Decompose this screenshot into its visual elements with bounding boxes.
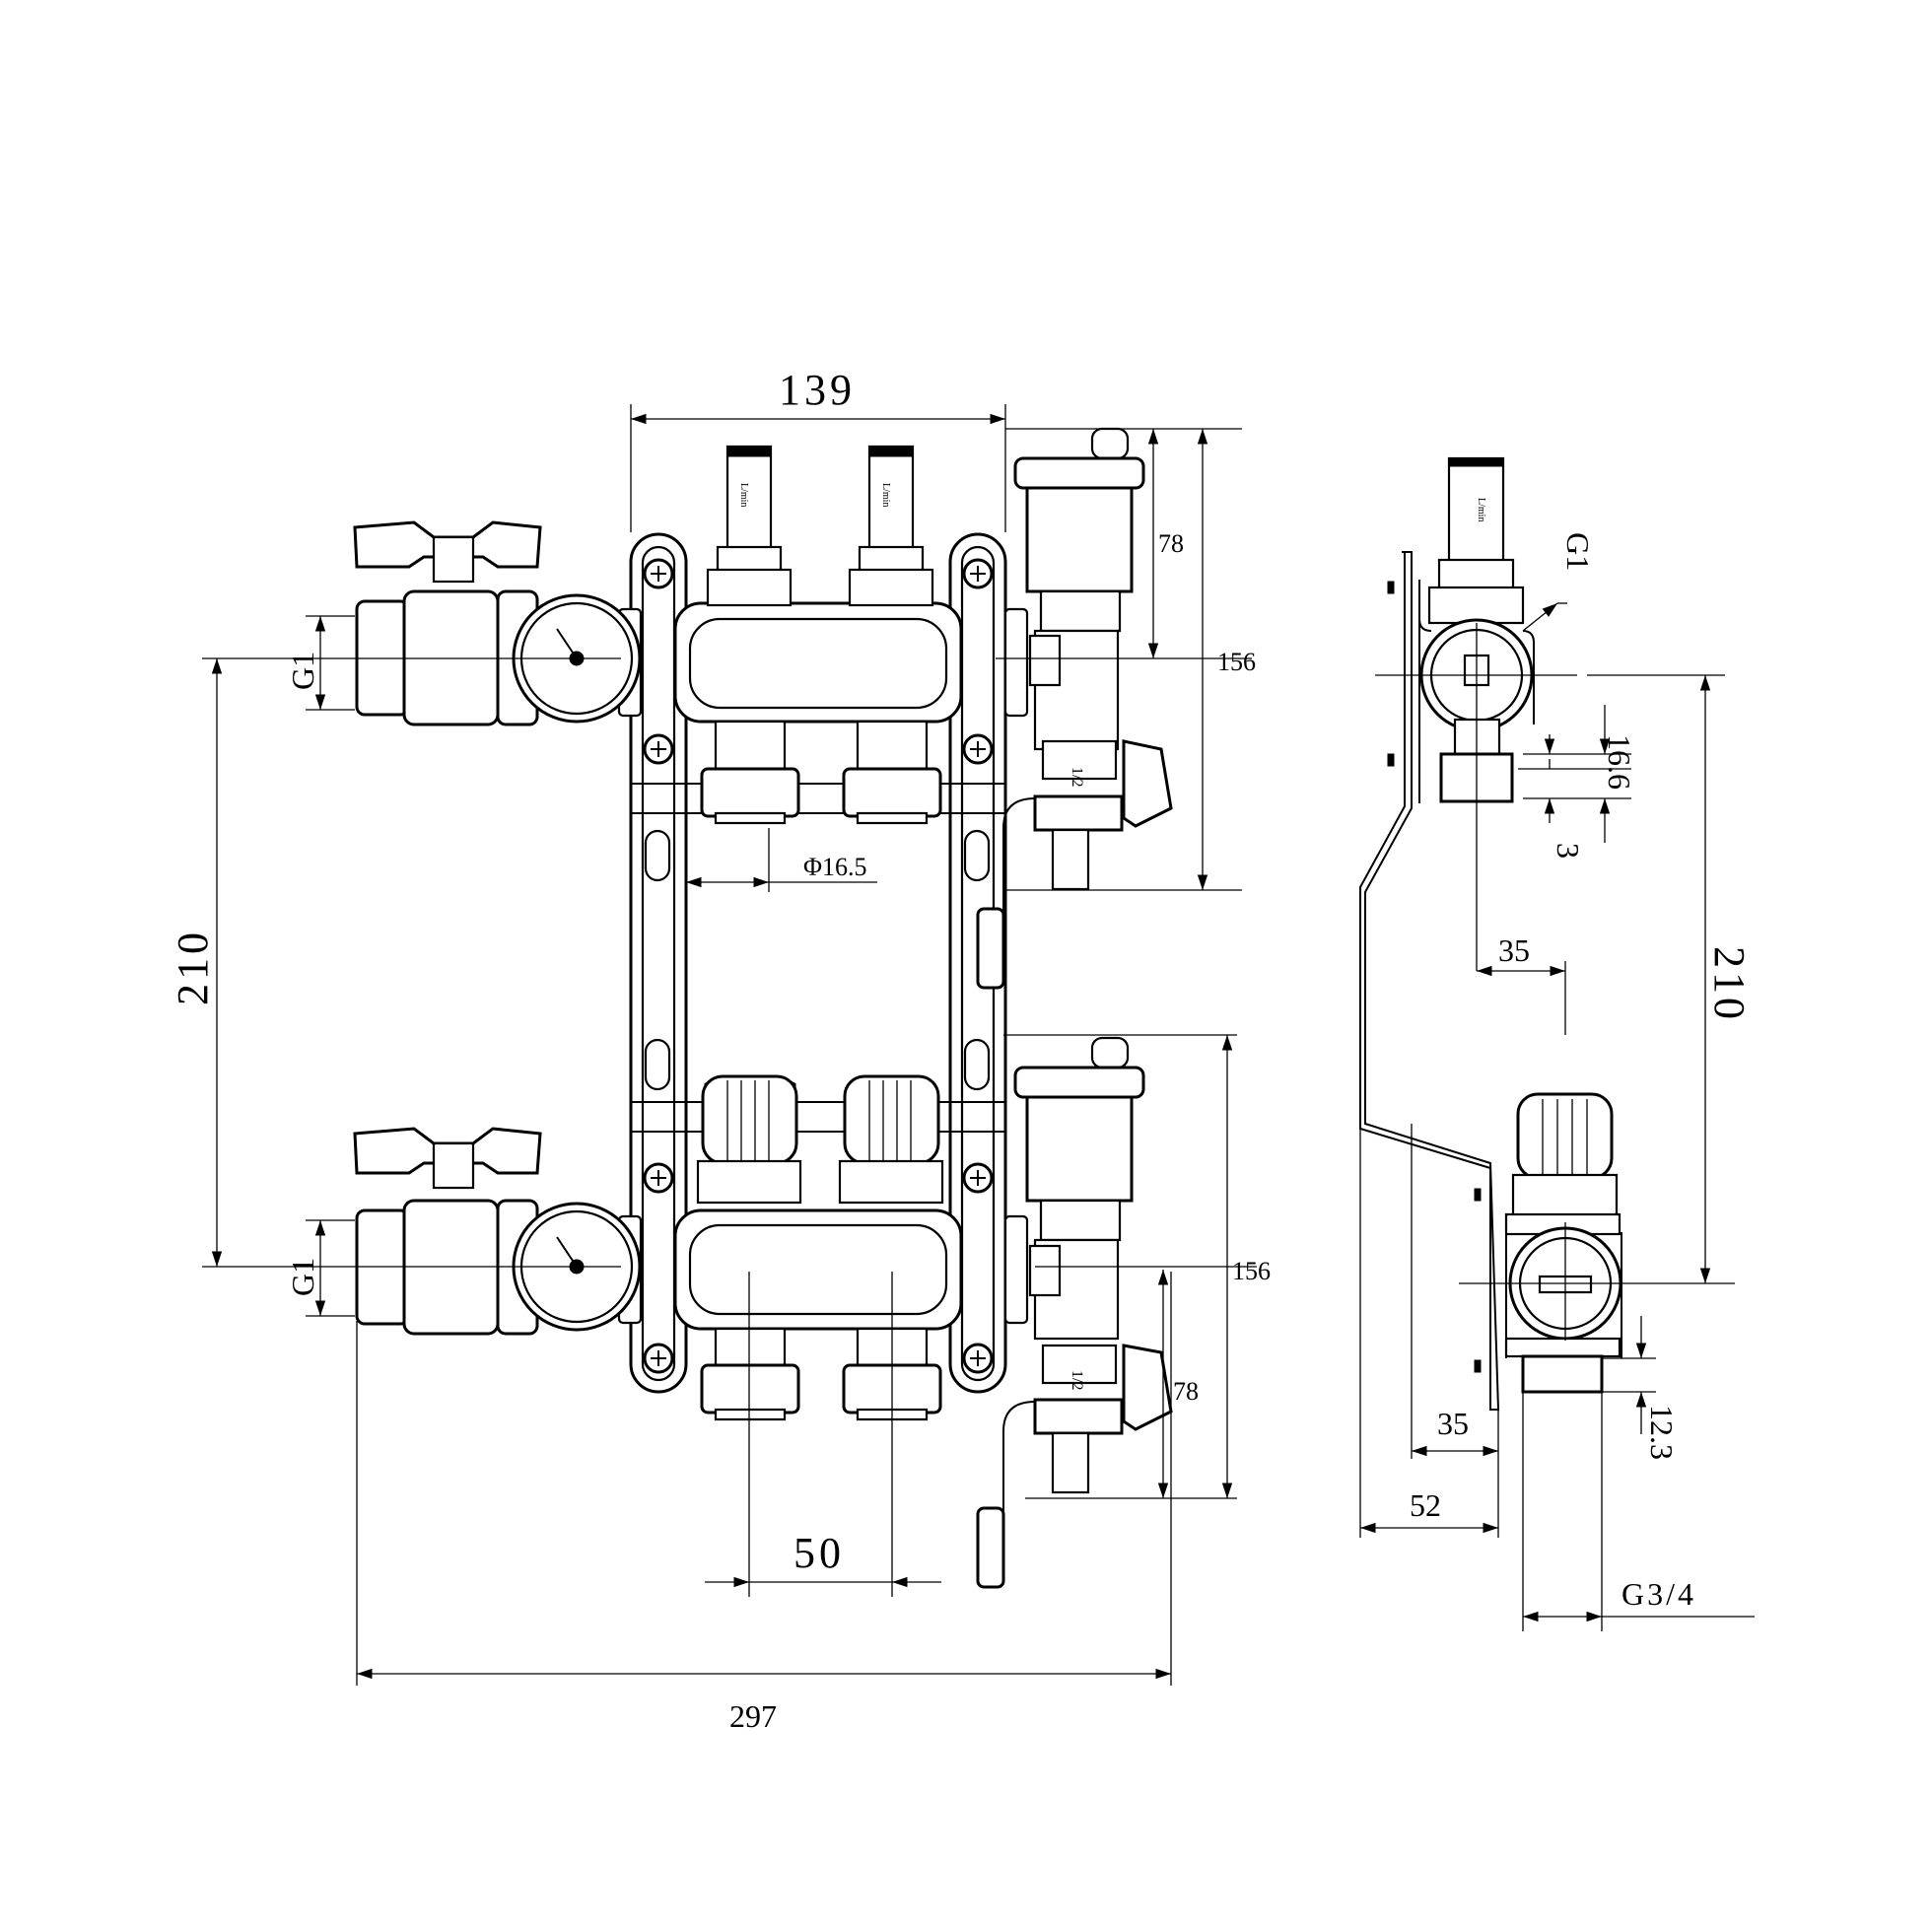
- outlets-bottom: [700, 1327, 942, 1421]
- bracket-screws: [643, 558, 994, 1374]
- dim-78-bottom: 78: [1173, 1377, 1199, 1406]
- svg-text:1/2: 1/2: [1069, 1370, 1085, 1390]
- dim-g3-4: G3/4: [1622, 1576, 1696, 1612]
- side-view: L/min: [1359, 456, 1622, 1411]
- front-view: L/min L/min: [353, 427, 1173, 1589]
- side-dimensions: G1 16.6 3 35 210 12.3: [1359, 532, 1755, 1631]
- dim-3: 3: [1551, 843, 1586, 859]
- dim-16-6: 16.6: [1602, 734, 1637, 790]
- outlets-top: [700, 720, 942, 825]
- dim-35-top: 35: [1498, 932, 1530, 968]
- svg-text:L/min: L/min: [1476, 498, 1486, 521]
- air-vent-top: 1/2: [976, 427, 1173, 990]
- dim-139: 139: [779, 366, 856, 414]
- dim-52: 52: [1410, 1487, 1441, 1523]
- dim-g1-side: G1: [1560, 532, 1596, 571]
- manifold-bar-bottom: [617, 1208, 1029, 1331]
- dim-78-top: 78: [1158, 529, 1184, 558]
- dim-g1-left-top: G1: [285, 652, 320, 690]
- dim-210-side: 210: [1705, 946, 1754, 1023]
- dim-g1-left-bottom: G1: [285, 1258, 320, 1296]
- dim-phi-16-5: Φ16.5: [803, 853, 867, 881]
- valve-knob-1: [696, 1074, 802, 1205]
- dim-297: 297: [729, 1698, 777, 1734]
- ball-valve-bottom-left: [353, 1127, 642, 1336]
- svg-text:L/min: L/min: [880, 483, 891, 507]
- dim-50: 50: [794, 1529, 845, 1577]
- dim-156-bottom: 156: [1232, 1257, 1271, 1285]
- flowmeter-2: L/min: [848, 445, 934, 607]
- ball-valve-top-left: [353, 520, 642, 726]
- svg-text:1/2: 1/2: [1069, 767, 1085, 787]
- valve-knob-2: [838, 1074, 944, 1205]
- flowmeter-1: L/min: [706, 445, 793, 607]
- dim-210-left: 210: [169, 929, 217, 1005]
- dim-12-3: 12.3: [1644, 1405, 1680, 1460]
- dim-156-top: 156: [1217, 648, 1256, 676]
- air-vent-bottom: 1/2: [976, 1036, 1173, 1589]
- svg-text:L/min: L/min: [738, 483, 749, 507]
- front-dimensions: 139 78 156 Φ16.5 G1 210 G1 156: [169, 366, 1271, 1734]
- dim-35-bottom: 35: [1437, 1406, 1469, 1441]
